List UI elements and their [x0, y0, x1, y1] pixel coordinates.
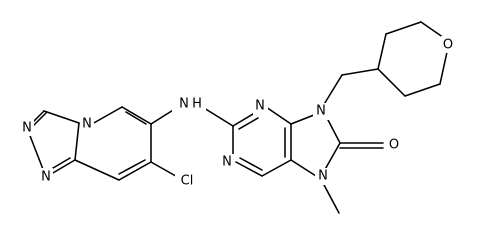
tetrahydropyran-oxygen-label: O — [443, 38, 453, 53]
bond-pyridine-c-c-fused — [74, 159, 120, 181]
purine-nitrogen-label-9: N — [316, 104, 326, 119]
atom-label-layer: N N N N H Cl N N N N O O — [22, 38, 453, 189]
bond-purine-c4-n3 — [235, 161, 263, 177]
bond-thp-2 — [385, 21, 422, 35]
bond-triazole-n2-c — [74, 122, 80, 161]
bond-purine-n9-c8 — [326, 117, 341, 144]
bond-triazole-double-1 — [31, 112, 47, 128]
chlorine-label: Cl — [181, 174, 194, 189]
bond-purine-double-3 — [239, 157, 263, 171]
bond-triazole-c-n2 — [43, 110, 80, 124]
bond-pyridine-double-2 — [118, 159, 146, 175]
amine-hydrogen-label: H — [192, 97, 202, 112]
bond-pyridine-ccl-c — [118, 161, 152, 181]
purine-nitrogen-label-3: N — [222, 155, 232, 170]
triazole-nitrogen-label-1: N — [22, 121, 32, 136]
bond-nh-purine — [203, 107, 234, 127]
bond-purine-c5-c4 — [261, 159, 292, 177]
bond-thp-6 — [377, 68, 406, 97]
bond-pyridine-n-c — [91, 106, 123, 125]
bond-thp-5 — [404, 83, 441, 97]
bond-purine-n7-c5 — [290, 159, 317, 177]
bond-purine-double-1 — [238, 117, 259, 130]
bond-thp-1 — [377, 33, 387, 70]
carbonyl-oxygen-label: O — [389, 138, 399, 153]
label-background-layer — [20, 36, 456, 190]
bond-ch2-ring — [341, 68, 379, 76]
bond-pyridine-double-1 — [125, 111, 147, 125]
bond-n7-methyl — [322, 182, 340, 214]
bond-purine-n1-c6 — [265, 106, 292, 125]
purine-nitrogen-label-1: N — [255, 99, 265, 114]
bond-pyridine-c-c — [121, 106, 152, 125]
amine-nitrogen-label: N — [179, 97, 189, 112]
bond-n9-ch2 — [322, 74, 343, 107]
purine-nitrogen-label-7: N — [318, 169, 328, 184]
bond-thp-4 — [439, 51, 448, 85]
triazole-bridge-nitrogen-label: N — [82, 117, 92, 132]
triazole-nitrogen-label-2: N — [41, 170, 51, 185]
